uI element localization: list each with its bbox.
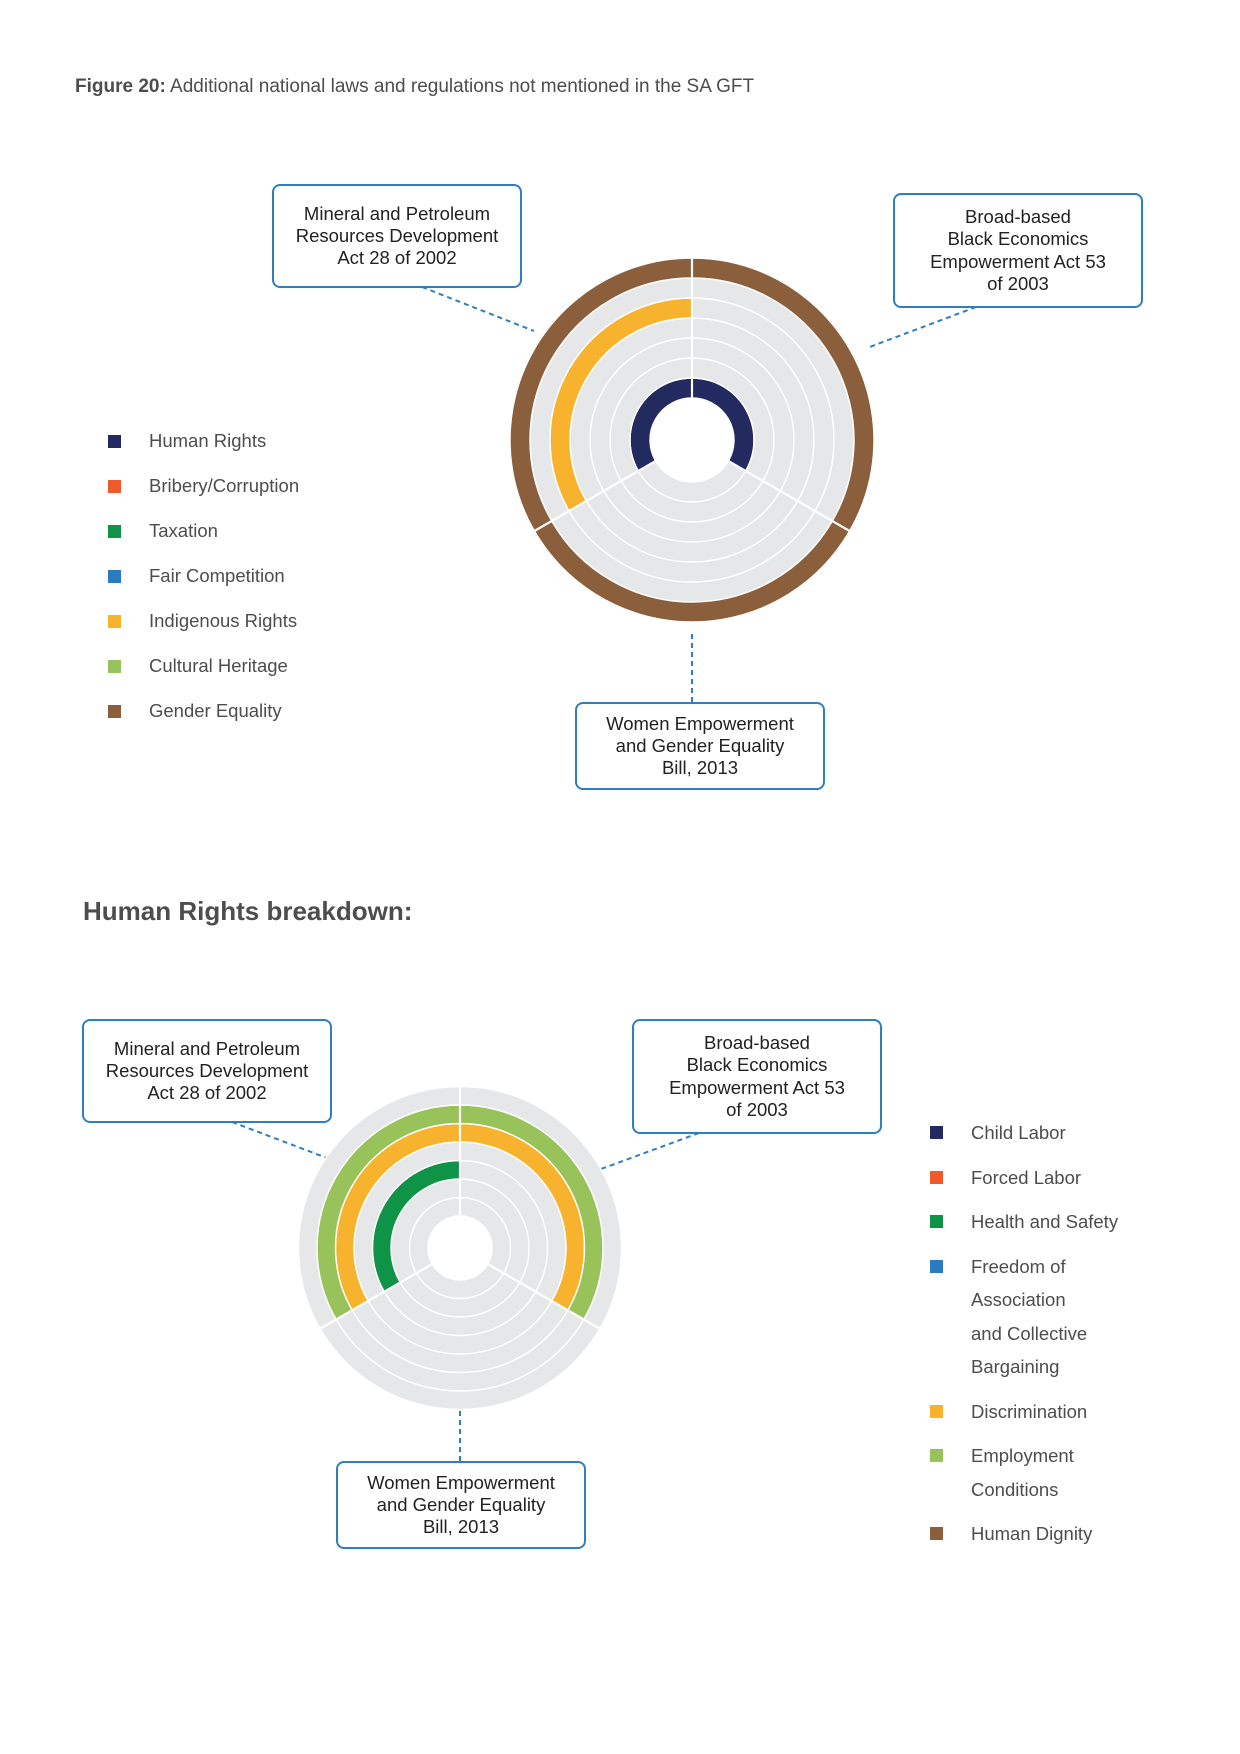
- legend-label-line: Freedom of: [971, 1255, 1066, 1277]
- callout-line: Bill, 2013: [661, 757, 739, 779]
- legend-label: Freedom of Association and Collective Ba…: [971, 1250, 1087, 1384]
- callout-women-empowerment-bill: Women Empowerment and Gender Equality Bi…: [575, 702, 825, 790]
- sector-divider: [533, 460, 657, 532]
- legend-swatch: [108, 435, 121, 448]
- legend-label: Indigenous Rights: [149, 610, 298, 631]
- legend-item-discrimination: Discrimination: [930, 1395, 1118, 1429]
- legend-swatch: [108, 525, 121, 538]
- callout-line: Empowerment Act 53: [930, 250, 1106, 272]
- callout-line: Act 28 of 2002: [337, 247, 457, 269]
- legend-item-employment-conditions: Employment Conditions: [930, 1439, 1118, 1506]
- legend-label: Human Dignity: [971, 1523, 1093, 1544]
- legend-label: Employment Conditions: [971, 1439, 1074, 1506]
- callout-line: and Gender Equality: [376, 1493, 546, 1515]
- sector-divider: [727, 460, 851, 532]
- legend-categories: Human Rights Bribery/Corruption Taxation…: [108, 430, 299, 745]
- figure-label: Figure 20:: [75, 76, 166, 97]
- legend-label: Gender Equality: [149, 700, 282, 721]
- legend-swatch: [930, 1527, 943, 1540]
- callout-women-empowerment-bill: Women Empowerment and Gender Equality Bi…: [336, 1461, 586, 1549]
- callout-line: of 2003: [987, 272, 1049, 294]
- legend-item-cultural-heritage: Cultural Heritage: [108, 655, 299, 700]
- callout-line: Resources Development: [295, 224, 499, 246]
- legend-label: Discrimination: [971, 1400, 1088, 1422]
- callout-line: Women Empowerment: [606, 712, 794, 734]
- legend-label: Fair Competition: [149, 565, 285, 586]
- leader-line: [600, 1132, 700, 1170]
- callout-line: Empowerment Act 53: [669, 1076, 845, 1098]
- callout-line: Broad-based: [965, 206, 1071, 228]
- legend-label: Taxation: [149, 520, 218, 541]
- sector-divider: [487, 1263, 601, 1330]
- legend-label-line: Employment: [971, 1445, 1074, 1466]
- legend-item-taxation: Taxation: [108, 520, 299, 565]
- legend-item-gender-equality: Gender Equality: [108, 700, 299, 745]
- leader-line: [421, 286, 535, 332]
- legend-swatch: [930, 1170, 943, 1184]
- callout-bbbee-act: Broad-based Black Economics Empowerment …: [893, 193, 1143, 308]
- legend-swatch: [108, 615, 121, 628]
- legend-human-rights-breakdown: Child Labor Forced Labor Health and Safe…: [930, 1116, 1118, 1562]
- callout-line: Black Economics: [947, 228, 1089, 250]
- legend-swatch: [930, 1404, 943, 1418]
- legend-item-indigenous-rights: Indigenous Rights: [108, 610, 299, 655]
- legend-item-forced-labor: Forced Labor: [930, 1161, 1118, 1195]
- callout-mineral-petroleum-act: Mineral and Petroleum Resources Developm…: [272, 184, 522, 288]
- figure-caption-text: Additional national laws and regulations…: [165, 76, 755, 97]
- legend-item-health-and-safety: Health and Safety: [930, 1205, 1118, 1239]
- legend-item-fair-competition: Fair Competition: [108, 565, 299, 610]
- legend-swatch: [108, 480, 121, 493]
- callout-line: Mineral and Petroleum: [303, 202, 491, 224]
- callout-line: Act 28 of 2002: [147, 1082, 267, 1104]
- legend-swatch: [930, 1449, 943, 1462]
- legend-item-bribery-corruption: Bribery/Corruption: [108, 475, 299, 520]
- legend-label: Forced Labor: [971, 1166, 1082, 1188]
- callout-line: Mineral and Petroleum: [113, 1037, 301, 1059]
- leader-line: [231, 1121, 328, 1159]
- callout-bbbee-act: Broad-based Black Economics Empowerment …: [632, 1019, 882, 1134]
- legend-swatch: [930, 1126, 943, 1139]
- legend-label: Cultural Heritage: [149, 655, 288, 676]
- legend-label-line: and Collective: [971, 1322, 1088, 1344]
- callout-mineral-petroleum-act: Mineral and Petroleum Resources Developm…: [82, 1019, 332, 1123]
- callout-line: Bill, 2013: [422, 1516, 500, 1538]
- legend-item-human-rights: Human Rights: [108, 430, 299, 475]
- legend-item-freedom-of-association: Freedom of Association and Collective Ba…: [930, 1250, 1118, 1384]
- legend-label: Human Rights: [149, 430, 267, 451]
- leader-line: [866, 306, 977, 349]
- legend-label: Health and Safety: [971, 1211, 1119, 1232]
- section-title: Human Rights breakdown:: [83, 896, 413, 926]
- legend-label: Child Labor: [971, 1122, 1066, 1143]
- legend-swatch: [930, 1259, 943, 1273]
- callout-line: Resources Development: [105, 1059, 309, 1081]
- legend-label-line: Association: [971, 1289, 1066, 1310]
- figure-caption: Figure 20: Additional national laws and …: [75, 76, 754, 98]
- callout-line: of 2003: [726, 1098, 788, 1120]
- legend-label: Bribery/Corruption: [149, 475, 300, 496]
- legend-swatch: [108, 570, 121, 583]
- legend-label-line: Bargaining: [971, 1356, 1060, 1377]
- legend-item-human-dignity: Human Dignity: [930, 1517, 1118, 1551]
- callout-line: Broad-based: [704, 1032, 810, 1054]
- callout-line: Women Empowerment: [367, 1471, 555, 1493]
- ring-segment-gender-equality-s3: [533, 520, 851, 623]
- legend-label-line: Conditions: [971, 1478, 1059, 1500]
- legend-swatch: [108, 705, 121, 718]
- legend-swatch: [930, 1215, 943, 1228]
- legend-item-child-labor: Child Labor: [930, 1116, 1118, 1150]
- callout-line: and Gender Equality: [615, 734, 785, 756]
- legend-swatch: [108, 660, 121, 673]
- callout-line: Black Economics: [686, 1054, 828, 1076]
- sector-divider: [319, 1263, 433, 1330]
